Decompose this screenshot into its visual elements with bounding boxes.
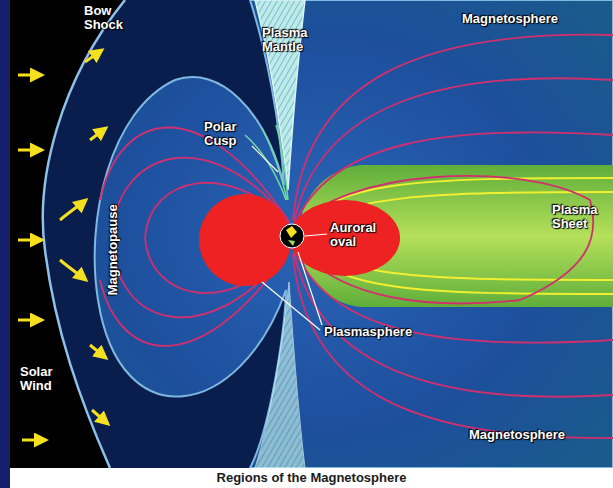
earth-aurora [286,226,297,238]
illustration-part [60,260,86,280]
earth [280,224,304,248]
region-label: Magnetosphere [469,428,609,442]
illustration-part [296,176,593,304]
illustration-part [90,128,106,140]
illustration-part [18,74,42,77]
solar-wind-label: Solar Wind [20,365,68,392]
magnetopause-label: Magnetopause [106,195,120,305]
solar-wind-region [10,0,125,468]
magnetic-field-lines [100,35,613,438]
illustration-part [22,439,46,442]
bow-shock-line [43,0,125,468]
illustration-part [85,50,102,62]
plasmasphere-lobe [199,194,291,286]
illustration-part [92,410,108,424]
illustration-part [18,319,42,322]
illustration-part [252,146,278,172]
polar-cusp-lines [245,125,288,200]
solar-wind-arrows [18,50,108,440]
illustration-part [18,149,42,152]
illustration-part [18,239,42,242]
illustration-part [60,200,86,220]
bow-shock-label: Bow Shock [84,4,136,31]
illustration-part [276,125,288,200]
plasma-mantle-band [255,282,305,468]
plasmasphere-lobe [290,200,400,276]
plasma-sheet-label: Plasma Sheet [552,203,606,230]
polar-cusp-label: Polar Cusp [204,120,252,147]
illustration-part [298,252,322,325]
illustration-part [262,282,320,330]
plasma-sheet-region [298,165,613,307]
illustration-part [305,234,327,236]
plasmasphere-label: Plasmasphere [324,325,444,339]
illustration-part [90,345,106,358]
caption: Regions of the Magnetosphere [10,468,613,488]
leader-lines [252,146,327,330]
magnetosheath [10,0,613,468]
illustration-part [293,35,613,220]
magnetosphere-region [95,0,613,468]
plasma-mantle-label: Plasma Mantle [262,26,320,53]
earth-aurora [288,240,295,246]
region-label: Magnetosphere [462,12,602,26]
auroral-oval-label: Auroral oval [330,221,392,248]
